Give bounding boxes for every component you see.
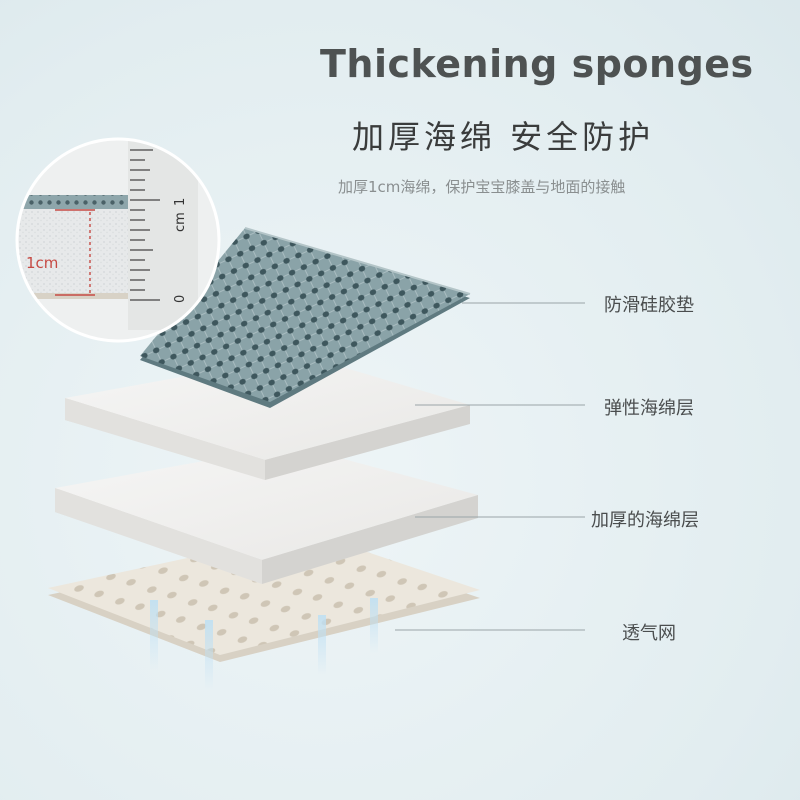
silicone-mat-layer — [140, 227, 471, 408]
label-elastic-sponge: 弹性海绵层 — [604, 398, 694, 419]
magnifier: 1cm cm 1 0 — [15, 137, 221, 343]
ruler-mark-zero: 0 — [173, 295, 188, 303]
title-chinese: 加厚海绵 安全防护 — [352, 118, 655, 156]
label-thick-sponge: 加厚的海绵层 — [591, 510, 699, 531]
mesh-layer — [48, 532, 480, 690]
thickness-label: 1cm — [26, 254, 58, 272]
elastic-sponge-layer — [65, 355, 470, 480]
thick-sponge-layer — [55, 445, 478, 584]
ruler-unit-label: cm — [173, 212, 188, 232]
subtitle: 加厚1cm海绵，保护宝宝膝盖与地面的接触 — [338, 178, 626, 196]
leader-lines — [395, 302, 585, 631]
label-breathable-mesh: 透气网 — [622, 623, 676, 644]
title-english: Thickening sponges — [320, 42, 754, 86]
ruler-mark-one: 1 — [173, 198, 188, 206]
label-silicone-mat: 防滑硅胶垫 — [604, 295, 694, 316]
